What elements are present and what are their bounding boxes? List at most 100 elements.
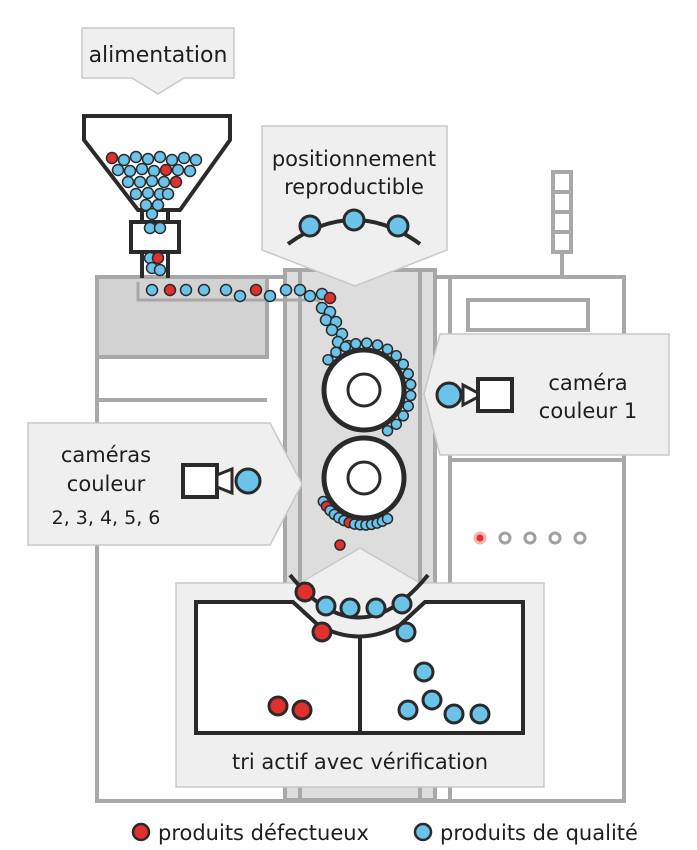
status-light <box>573 531 587 545</box>
cameras-label-line1: caméras <box>61 443 151 467</box>
status-lights <box>473 531 587 545</box>
quality-product <box>139 198 153 212</box>
cameras-label-line2: couleur <box>67 472 146 496</box>
quality-product <box>153 150 167 164</box>
quality-product <box>135 162 149 176</box>
defective-product <box>159 163 173 177</box>
quality-product <box>391 593 413 615</box>
defective-product <box>267 695 289 717</box>
quality-product <box>390 350 403 362</box>
wheel-products <box>317 337 417 551</box>
quality-product <box>365 597 387 619</box>
quality-product <box>183 164 197 178</box>
defective-product <box>323 291 337 305</box>
status-light <box>548 531 562 545</box>
legend-defective-swatch <box>131 822 151 842</box>
quality-product <box>233 289 247 303</box>
quality-product <box>413 661 435 683</box>
quality-product <box>117 153 131 167</box>
quality-product <box>404 378 417 391</box>
quality-product <box>219 283 233 297</box>
quality-product <box>161 187 175 201</box>
quality-product <box>322 354 334 366</box>
quality-product <box>279 283 293 297</box>
camera-icon <box>181 463 262 499</box>
quality-product <box>129 187 143 201</box>
quality-product <box>263 289 277 303</box>
quality-product <box>402 400 414 412</box>
quality-product <box>123 164 137 178</box>
quality-product <box>197 283 211 297</box>
quality-product <box>145 207 159 221</box>
quality-product <box>350 337 362 350</box>
quality-product <box>153 221 167 235</box>
quality-product <box>342 208 366 232</box>
lower-wheel-hub <box>346 460 382 496</box>
quality-product <box>145 174 159 188</box>
quality-product <box>371 339 384 351</box>
quality-product <box>397 699 419 721</box>
quality-product <box>293 283 307 297</box>
sorting-label: tri actif avec vérification <box>232 750 488 774</box>
defective-product <box>334 539 346 551</box>
sorted-products <box>267 581 491 725</box>
status-light <box>523 531 537 545</box>
quality-product <box>330 346 342 359</box>
quality-product <box>319 313 333 327</box>
hopper-products <box>105 150 203 277</box>
quality-product <box>404 389 417 402</box>
quality-product <box>397 410 410 422</box>
quality-product <box>381 424 394 437</box>
quality-product <box>469 703 491 725</box>
quality-product <box>360 337 373 349</box>
status-light-red <box>473 531 487 545</box>
quality-product <box>402 368 414 380</box>
defective-product <box>151 251 165 265</box>
quality-product <box>147 164 161 178</box>
quality-product <box>129 150 143 164</box>
quality-product <box>189 153 203 167</box>
quality-product <box>171 163 185 177</box>
quality-product <box>111 163 125 177</box>
quality-product <box>141 186 155 200</box>
legend-quality-swatch <box>413 822 433 842</box>
defective-product <box>249 283 263 297</box>
legend: produits défectueux produits de qualité <box>131 821 638 845</box>
positioning-label-line2: reproductible <box>284 175 424 199</box>
quality-product <box>141 152 155 166</box>
camera1-label-line2: couleur 1 <box>539 399 637 423</box>
cameras-callout: caméras couleur 2, 3, 4, 5, 6 <box>27 422 303 546</box>
status-light <box>498 531 512 545</box>
quality-product <box>421 689 443 711</box>
quality-product <box>303 289 317 303</box>
quality-product <box>177 151 191 165</box>
cameras-label-line3: 2, 3, 4, 5, 6 <box>52 507 161 529</box>
camera1-label-line1: caméra <box>548 371 627 395</box>
quality-product <box>121 175 135 189</box>
right-cabinet-panel <box>466 298 590 332</box>
camera-icon <box>435 377 514 413</box>
quality-product <box>397 358 410 370</box>
legend-defective-label: produits défectueux <box>158 821 369 845</box>
defective-product <box>294 581 316 603</box>
defective-product <box>311 621 333 643</box>
feed-callout: alimentation <box>81 27 235 95</box>
quality-product <box>395 621 417 643</box>
quality-product <box>133 175 147 189</box>
quality-product <box>157 175 171 189</box>
legend-quality-label: produits de qualité <box>440 821 638 845</box>
quality-product <box>339 341 352 353</box>
upper-wheel-hub <box>346 372 382 408</box>
quality-product <box>381 343 394 356</box>
positioning-callout: positionnement reproductible <box>261 125 448 287</box>
quality-product <box>390 418 403 430</box>
quality-product <box>443 703 465 725</box>
defective-product <box>163 283 177 297</box>
quality-product <box>315 595 337 617</box>
hopper-funnel <box>82 114 232 212</box>
defective-product <box>291 699 313 721</box>
sorting-callout: tri actif avec vérification <box>175 547 545 788</box>
quality-product <box>298 214 322 238</box>
